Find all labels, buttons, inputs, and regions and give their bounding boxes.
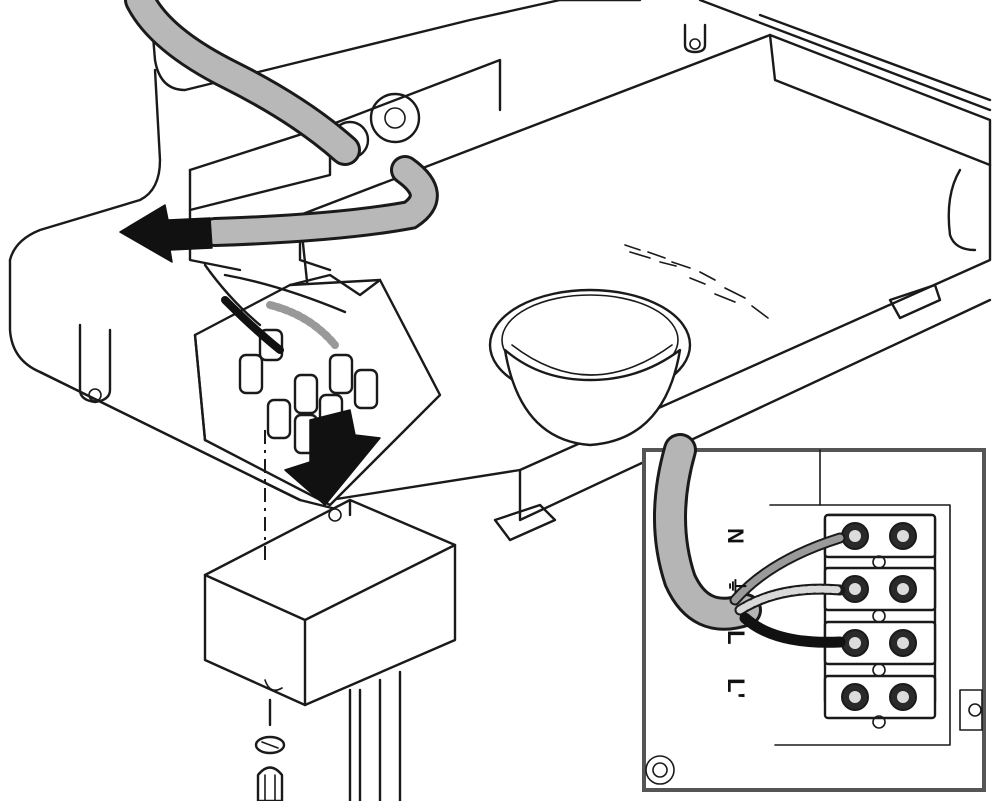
power-cable (124, 0, 439, 247)
attach-cover-arrow (284, 409, 381, 506)
opener-housing (8, 0, 992, 512)
inset-terminal-strip (823, 513, 937, 729)
insert-cable-arrow (119, 204, 213, 263)
embossed-marking (624, 244, 769, 319)
label-earth: ⏚ (725, 576, 748, 596)
label-l-prime: L' (722, 678, 749, 698)
label-n: N (723, 528, 748, 544)
terminal-cover (203, 498, 457, 801)
screwdriver (256, 766, 284, 801)
label-l: L (722, 630, 749, 645)
light-dome (488, 288, 692, 447)
cover-plate (298, 33, 992, 542)
live-wire (739, 612, 846, 648)
terminal-block (193, 263, 442, 507)
screw (254, 698, 286, 755)
inset-detail: N ⏚ L L' (642, 433, 986, 792)
